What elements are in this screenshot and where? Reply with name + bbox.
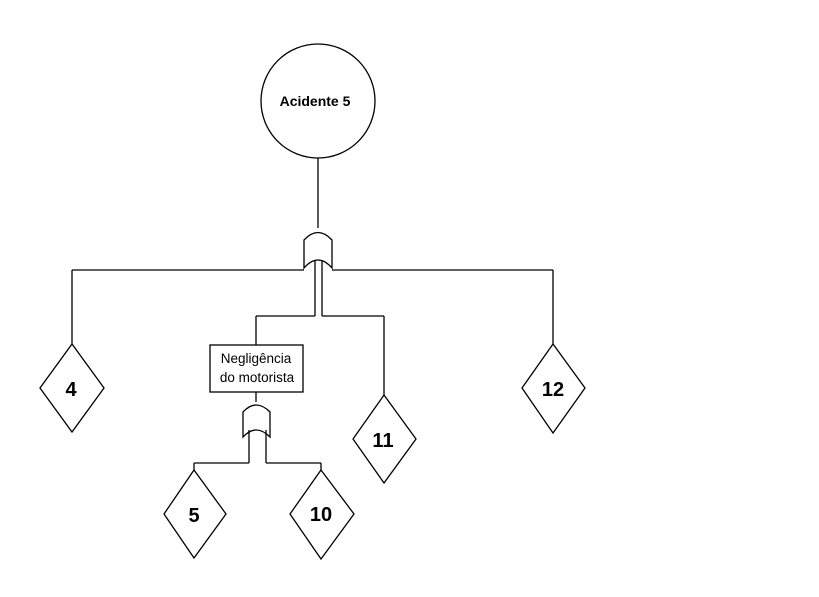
basic-event-label-4: 4 [65,379,77,401]
basic-event-diamond-4 [39,342,105,434]
or-gate-lower [242,404,271,439]
basic-event-diamond-12 [521,342,586,435]
basic-event-label-11: 11 [372,430,393,452]
basic-event-diamond-11 [352,393,417,485]
or-gate-top [303,231,333,270]
basic-event-label-10: 10 [310,504,332,526]
intermediate-event-label-line1: Negligência [221,351,292,366]
basic-event-diamond-10 [289,468,355,561]
intermediate-event-box [209,344,304,393]
basic-event-diamond-5 [163,468,227,560]
basic-event-label-5: 5 [188,505,199,527]
intermediate-event-label-line2: do motorista [220,370,295,385]
basic-event-label-12: 12 [542,379,564,401]
top-event-label: Acidente 5 [280,93,351,109]
